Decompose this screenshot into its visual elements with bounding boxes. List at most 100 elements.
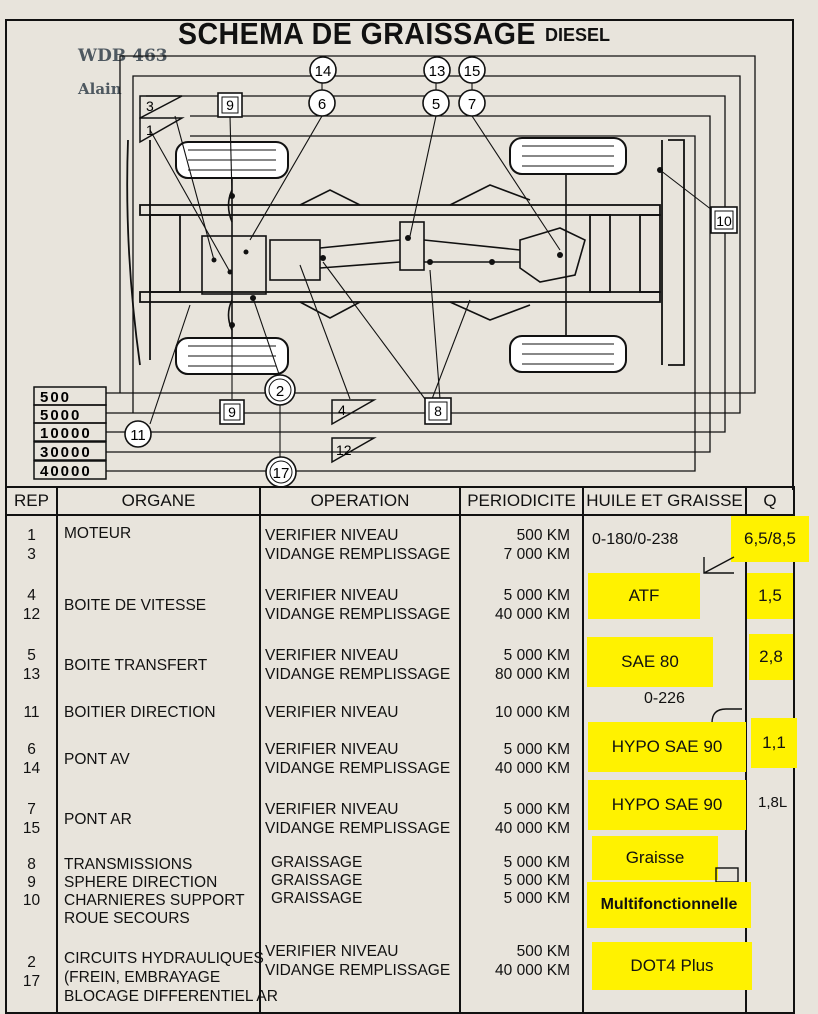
callout-number: 9 — [226, 97, 234, 113]
rep-number: 10 — [22, 892, 41, 909]
rep-number: 9 — [27, 874, 36, 891]
callout-number: 1 — [146, 122, 154, 138]
organ-name: PONT AV — [64, 750, 130, 768]
period-text: 7 000 KM — [503, 546, 570, 563]
quantity-bv: 1,5 — [747, 573, 793, 619]
organ-name: CHARNIERES SUPPORT — [64, 892, 245, 909]
callout-number: 15 — [464, 63, 481, 80]
table-header-row: REP ORGANE OPERATION PERIODICITE HUILE E… — [5, 486, 795, 516]
col-header-operation: OPERATION — [259, 486, 461, 516]
oil-spec-bv: ATF — [588, 573, 700, 619]
period-text: 5 000 KM — [503, 741, 570, 758]
operation-text: VIDANGE REMPLISSAGE — [265, 606, 451, 623]
organ-name: BLOCAGE DIFFERENTIEL AR — [64, 987, 278, 1005]
period-text: 5 000 KM — [503, 854, 570, 871]
interval-label: 10000 — [40, 425, 92, 442]
organ-name: TRANSMISSIONS — [64, 856, 193, 873]
grease-points — [211, 167, 663, 328]
rep-number: 4 — [27, 587, 36, 604]
period-text: 40 000 KM — [495, 962, 570, 979]
col-header-organe: ORGANE — [56, 486, 261, 516]
chassis-frame — [126, 139, 685, 366]
organ-name: (FREIN, EMBRAYAGE — [64, 968, 221, 986]
callout-number: 14 — [315, 63, 332, 80]
operation-text: VERIFIER NIVEAU — [265, 703, 399, 721]
oil-spec-direction: 0-226 — [644, 690, 685, 707]
col-header-periodicite: PERIODICITE — [459, 486, 584, 516]
oil-spec-multifonction: Multifonctionnelle — [587, 882, 751, 928]
operation-text: VERIFIER NIVEAU — [265, 801, 399, 818]
callout-number: 5 — [432, 96, 440, 113]
interval-label: 40000 — [40, 463, 92, 480]
rep-number: 14 — [22, 760, 41, 777]
rep-number: 11 — [23, 703, 40, 721]
col-header-q: Q — [745, 486, 795, 516]
operation-text: GRAISSAGE — [271, 890, 363, 907]
flag-callouts — [139, 95, 377, 464]
level-marker — [703, 556, 735, 574]
level-marker — [711, 708, 742, 724]
organ-name: SPHERE DIRECTION — [64, 874, 218, 891]
col-header-rep: REP — [5, 486, 58, 516]
period-text: 10 000 KM — [495, 703, 570, 721]
handwritten-name: Alain — [78, 80, 122, 98]
rep-number: 15 — [22, 820, 41, 837]
operation-text: VIDANGE REMPLISSAGE — [265, 760, 451, 777]
chassis-diagram: 500 5000 10000 30000 40000 14 13 15 6 5 … — [5, 19, 794, 490]
callout-number: 4 — [338, 402, 346, 418]
callout-number: 6 — [318, 96, 326, 113]
callout-number: 11 — [130, 427, 146, 444]
col-header-huile: HUILE ET GRAISSE — [582, 486, 747, 516]
rep-number: 1 — [27, 527, 36, 544]
callout-number: 13 — [429, 63, 446, 80]
rep-number: 3 — [27, 546, 36, 563]
rep-number: 5 — [27, 647, 36, 664]
page-title: SCHEMA DE GRAISSAGE — [178, 16, 536, 51]
callout-number: 3 — [146, 98, 154, 114]
operation-text: VERIFIER NIVEAU — [265, 527, 399, 544]
callout-number: 12 — [336, 442, 352, 458]
operation-text: GRAISSAGE — [271, 854, 363, 871]
organ-name: BOITE TRANSFERT — [64, 656, 208, 674]
rep-number: 7 — [27, 801, 36, 818]
table-row: 6 14 PONT AV VERIFIER NIVEAU VIDANGE REMPL… — [5, 730, 795, 788]
period-text: 40 000 KM — [495, 760, 570, 777]
period-text: 5 000 KM — [503, 587, 570, 604]
drivetrain — [201, 174, 586, 338]
organ-name: CIRCUITS HYDRAULIQUES — [64, 949, 264, 967]
organ-name: BOITE DE VITESSE — [64, 596, 207, 614]
operation-text: VERIFIER NIVEAU — [265, 647, 399, 664]
period-text: 40 000 KM — [495, 820, 570, 837]
interval-label: 30000 — [40, 444, 92, 461]
callout-number: 17 — [273, 465, 290, 482]
period-text: 500 KM — [516, 527, 570, 544]
interval-boxes — [33, 386, 107, 480]
leader-lines — [149, 83, 713, 462]
oil-spec-moteur: 0-180/0-238 — [592, 531, 679, 548]
operation-text: VERIFIER NIVEAU — [265, 741, 399, 758]
organ-name: MOTEUR — [64, 525, 132, 542]
rep-number: 13 — [22, 666, 41, 683]
oil-spec-graisse: Graisse — [592, 836, 718, 880]
interval-label: 5000 — [40, 407, 81, 424]
table-row: 5 13 BOITE TRANSFERT VERIFIER NIVEAU VIDAN… — [5, 636, 795, 694]
callout-number: 2 — [276, 383, 284, 400]
organ-name: ROUE SECOURS — [64, 910, 190, 927]
oil-spec-bt: SAE 80 — [587, 637, 713, 687]
grease-marker — [715, 867, 739, 883]
period-text: 5 000 KM — [503, 872, 570, 889]
operation-text: GRAISSAGE — [271, 872, 363, 889]
rep-number: 6 — [27, 741, 36, 758]
operation-text: VERIFIER NIVEAU — [265, 587, 399, 604]
operation-text: VIDANGE REMPLISSAGE — [265, 820, 451, 837]
operation-text: VIDANGE REMPLISSAGE — [265, 546, 451, 563]
period-text: 80 000 KM — [495, 666, 570, 683]
sheet-border — [5, 19, 794, 490]
callout-number: 10 — [716, 213, 732, 229]
interval-label: 500 — [40, 389, 71, 406]
oil-spec-dot: DOT4 Plus — [592, 942, 752, 990]
operation-text: VIDANGE REMPLISSAGE — [265, 666, 451, 683]
quantity-pont-ar: 1,8L — [758, 794, 788, 811]
